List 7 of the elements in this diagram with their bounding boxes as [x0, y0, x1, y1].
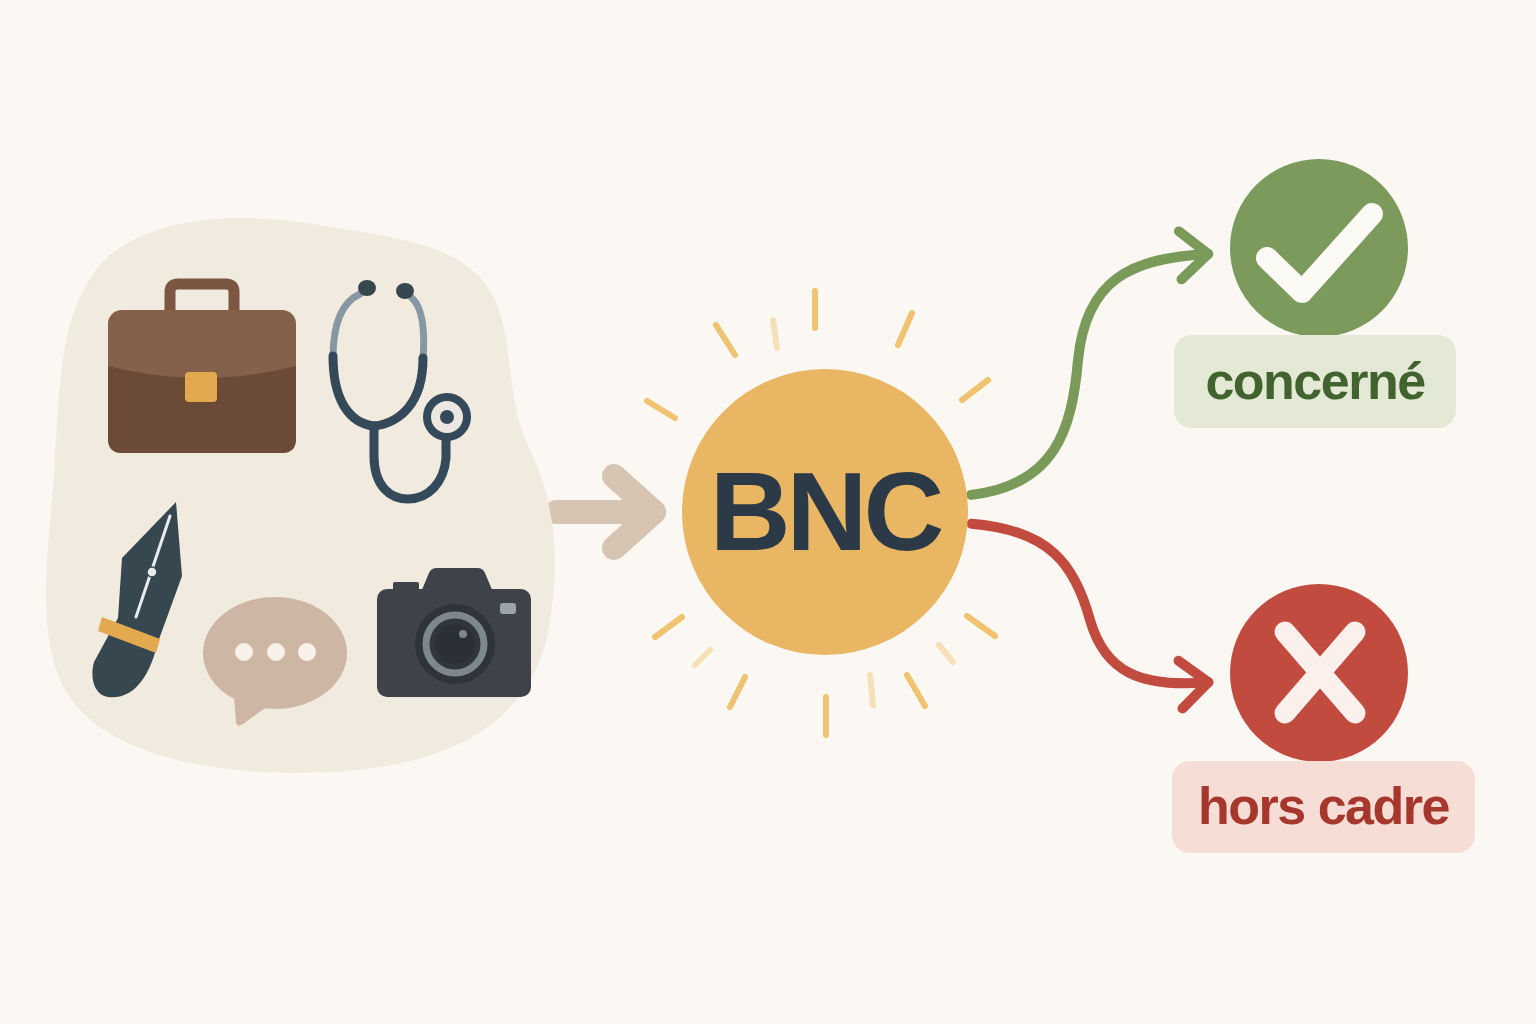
cross-icon — [1229, 583, 1409, 763]
result-label: hors cadre — [1172, 761, 1475, 853]
result-label: concerné — [1174, 335, 1456, 428]
arrow — [966, 227, 1214, 500]
check-icon — [1229, 158, 1409, 338]
arrow — [966, 518, 1214, 713]
category-circle: BNC — [682, 369, 968, 655]
